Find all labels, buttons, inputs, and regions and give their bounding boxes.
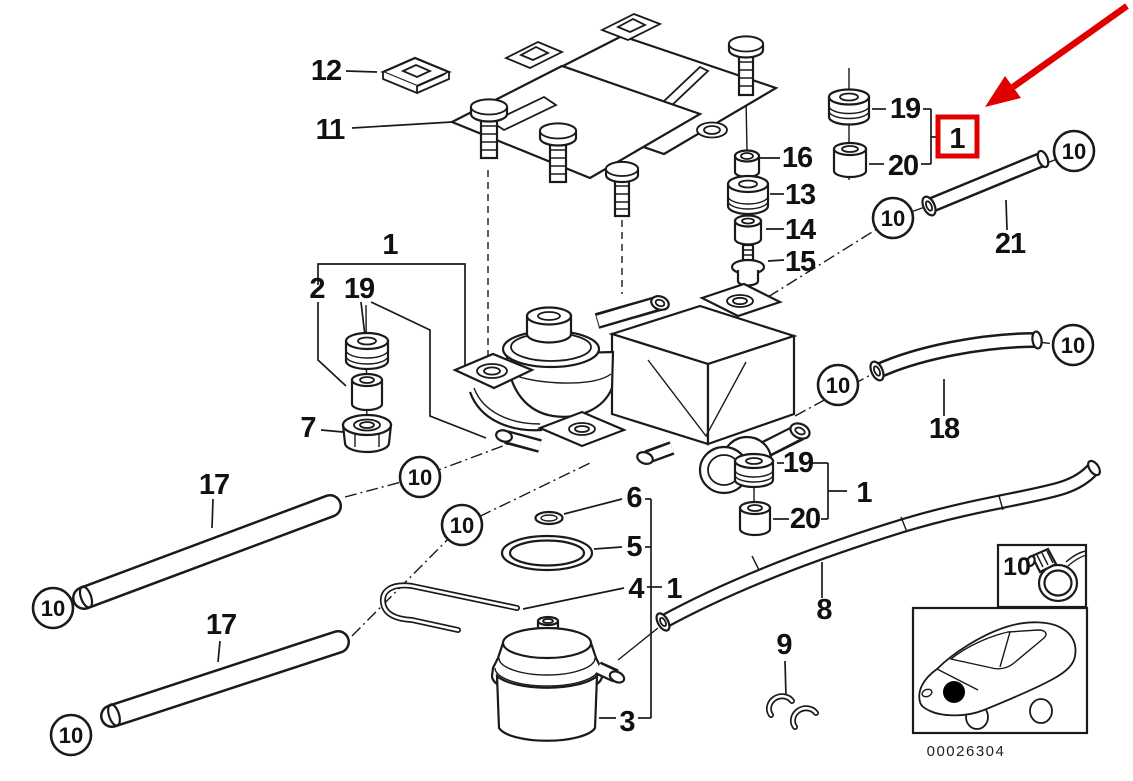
callout-21[interactable]: 21 (995, 228, 1027, 260)
part-12-washer (380, 56, 452, 95)
callout-17-upper[interactable]: 17 (199, 469, 230, 501)
hose-clamp-icon (1026, 547, 1088, 603)
part-8-hose (655, 459, 1101, 632)
callout-8[interactable]: 8 (816, 594, 833, 626)
clamp-marker-10-b[interactable]: 10 (49, 713, 93, 757)
highlight-annotation[interactable] (935, 3, 1129, 159)
location-dot (943, 681, 965, 703)
part-11-mounting-plate (449, 13, 779, 180)
car-locator-box (911, 606, 1089, 735)
part-9-clip (765, 693, 819, 730)
callout-1-highlighted[interactable]: 1 (949, 123, 966, 155)
highlight-arrow-head (985, 76, 1021, 107)
callout-2[interactable]: 2 (309, 273, 325, 305)
part-19-grommet-top (827, 88, 871, 126)
callout-19-bottom[interactable]: 19 (783, 447, 815, 479)
clamp-marker-10-h[interactable]: 10 (1052, 129, 1096, 173)
callout-18[interactable]: 18 (929, 413, 961, 445)
callout-20-bottom[interactable]: 20 (790, 503, 821, 535)
clamp-marker-label: 10 (59, 723, 83, 748)
part-19-grommet-bottom (733, 452, 775, 489)
highlight-box (935, 114, 980, 159)
clamp-marker-10-f[interactable]: 10 (1051, 323, 1095, 367)
callout-5[interactable]: 5 (626, 531, 643, 563)
callout-16[interactable]: 16 (782, 142, 814, 174)
callout-19-left[interactable]: 19 (344, 273, 376, 305)
clamp-marker-label: 10 (408, 465, 432, 490)
callout-12[interactable]: 12 (311, 55, 342, 87)
callout-15[interactable]: 15 (785, 246, 817, 278)
clamp-marker-label: 10 (1061, 333, 1085, 358)
callouts: 12 11 16 13 14 15 19 1 20 21 1 2 19 7 17… (199, 55, 1031, 738)
clamp-marker-10-g[interactable]: 10 (871, 196, 915, 240)
part-3-filter-canister (490, 615, 626, 742)
callout-20-top[interactable]: 20 (888, 150, 919, 182)
part-20-bushing-bottom (738, 500, 772, 537)
clamp-marker-label: 10 (826, 373, 850, 398)
part-18-hose (869, 330, 1043, 382)
clamp-marker-label: 10 (1062, 139, 1086, 164)
clamp-marker-10-c[interactable]: 10 (398, 455, 442, 499)
part-4-wire-clip (379, 582, 520, 633)
callout-1-bottom[interactable]: 1 (666, 573, 683, 605)
callout-19-top[interactable]: 19 (890, 93, 922, 125)
part-21-hose (921, 149, 1050, 217)
doc-number: 00026304 (927, 743, 1006, 760)
callout-10-inset[interactable]: 10 (1003, 553, 1031, 581)
clamp-marker-label: 10 (41, 596, 65, 621)
car-icon (918, 621, 1077, 730)
part-17-pipe-upper (72, 494, 342, 610)
clamp-marker-label: 10 (450, 513, 474, 538)
part-5-large-oring (500, 534, 594, 572)
callout-1-left[interactable]: 1 (382, 229, 399, 261)
part-14-bushing (733, 214, 763, 246)
clamp-marker-10-a[interactable]: 10 (31, 586, 75, 630)
part-6-small-oring (534, 510, 564, 526)
stud-2 (538, 122, 578, 184)
part-19-grommet-left (344, 331, 390, 371)
callout-17-lower[interactable]: 17 (206, 609, 237, 641)
stud-4 (727, 35, 765, 97)
clamp-marker-label: 10 (881, 206, 905, 231)
part-20-bushing-top (832, 141, 868, 179)
callout-7[interactable]: 7 (300, 412, 316, 444)
part-13-grommet (726, 174, 770, 216)
callout-9[interactable]: 9 (776, 629, 793, 661)
plate-studs (469, 35, 765, 218)
highlight-arrow-shaft (1011, 3, 1129, 90)
callout-4[interactable]: 4 (628, 573, 645, 605)
callout-3[interactable]: 3 (619, 706, 636, 738)
callout-11[interactable]: 11 (316, 114, 347, 146)
callout-1-right[interactable]: 1 (856, 477, 873, 509)
part-2-bushing (350, 372, 384, 412)
stud-3 (604, 160, 640, 218)
clamp-marker-10-d[interactable]: 10 (440, 503, 484, 547)
part-17-pipe-lower (100, 630, 350, 728)
callout-6[interactable]: 6 (626, 482, 643, 514)
callout-13[interactable]: 13 (785, 179, 817, 211)
callout-14[interactable]: 14 (785, 214, 817, 246)
stud-1 (469, 98, 509, 160)
part-7-flanged-nut (341, 413, 393, 454)
part-15-bolt (730, 243, 766, 287)
clamp-marker-10-e[interactable]: 10 (816, 363, 860, 407)
part-16-cap-nut (733, 149, 761, 179)
clamp-inset-box (996, 543, 1088, 609)
